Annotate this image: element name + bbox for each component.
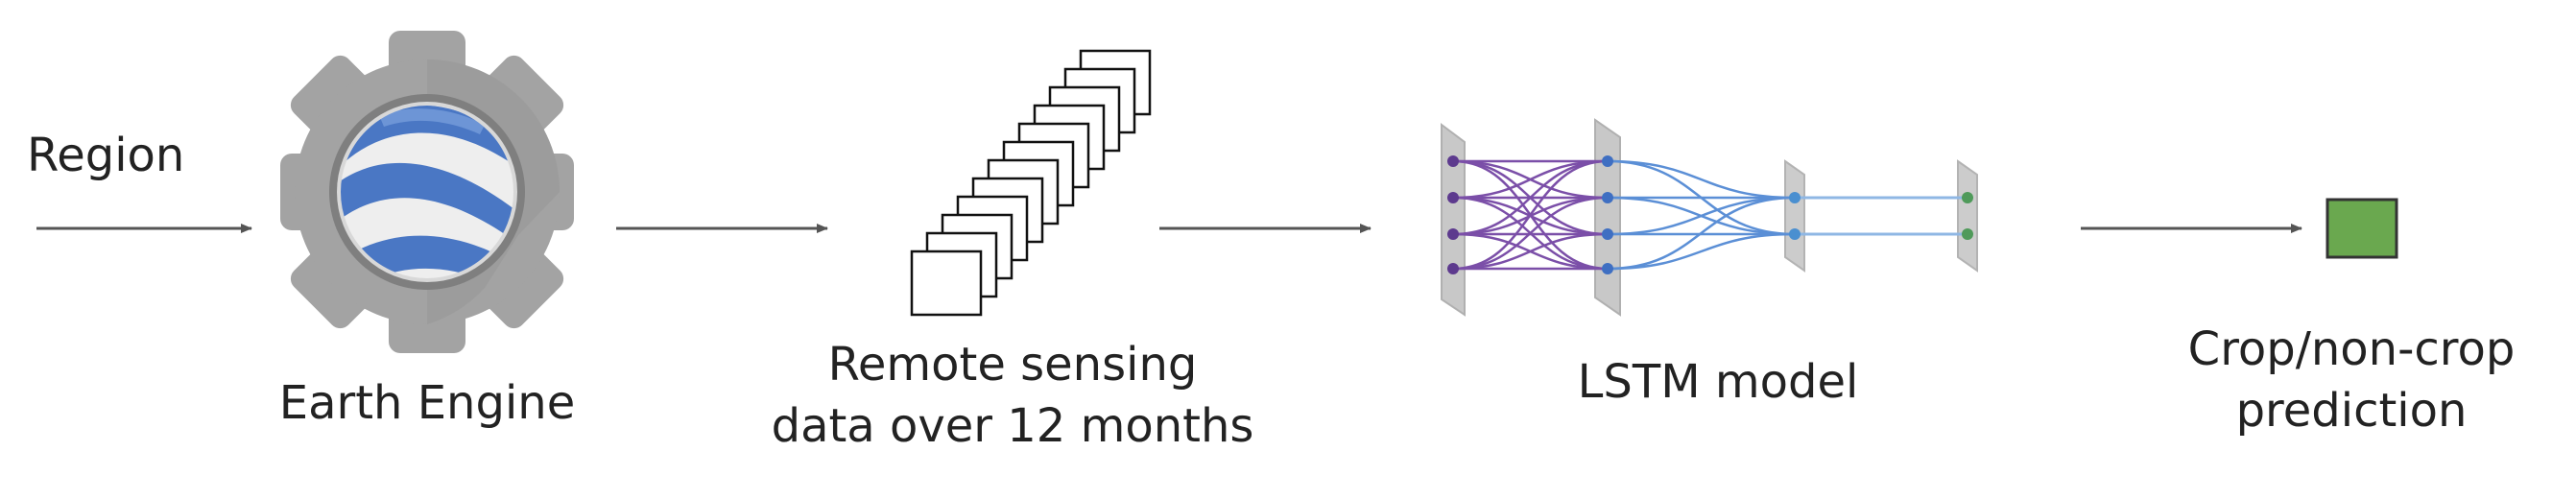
region-label: Region [27, 129, 185, 182]
network-connection [1452, 159, 1609, 236]
network-connection [1607, 232, 1796, 271]
network-node [1447, 192, 1459, 203]
network-node [1962, 228, 1973, 240]
data-frame [910, 250, 983, 317]
network-node [1447, 263, 1459, 274]
prediction-label: Crop/non-crop prediction [2150, 319, 2553, 441]
network-layer-plate [1784, 159, 1805, 273]
network-layer-plate [1957, 159, 1978, 273]
network-layer-plate [1594, 118, 1621, 317]
prediction-label-line2: prediction [2235, 384, 2468, 438]
network-node [1962, 192, 1973, 203]
remote-sensing-label: Remote sensing data over 12 months [763, 334, 1262, 457]
network-connection [1452, 196, 1609, 271]
network-connection [1607, 196, 1796, 236]
network-node [1602, 155, 1613, 167]
network-node [1602, 192, 1613, 203]
network-connection [1452, 159, 1609, 200]
network-connection [1452, 232, 1609, 271]
network-node [1789, 192, 1801, 203]
network-node [1447, 155, 1459, 167]
prediction-label-line1: Crop/non-crop [2187, 322, 2516, 376]
neural-network-icon [1441, 118, 1978, 317]
crop-output-square [2326, 198, 2398, 259]
remote-sensing-label-line1: Remote sensing [827, 338, 1198, 392]
network-layer-plate [1441, 123, 1466, 317]
network-node [1789, 228, 1801, 240]
network-node [1602, 263, 1613, 274]
network-node [1602, 228, 1613, 240]
earth-engine-label: Earth Engine [278, 376, 576, 430]
network-connection [1607, 159, 1796, 200]
network-connection [1607, 196, 1796, 271]
network-node [1447, 228, 1459, 240]
stacked-frames-icon [910, 49, 1152, 317]
earth-engine-icon [280, 31, 574, 353]
remote-sensing-label-line2: data over 12 months [771, 399, 1254, 453]
lstm-model-label: LSTM model [1577, 355, 1859, 409]
network-connection [1452, 159, 1609, 271]
